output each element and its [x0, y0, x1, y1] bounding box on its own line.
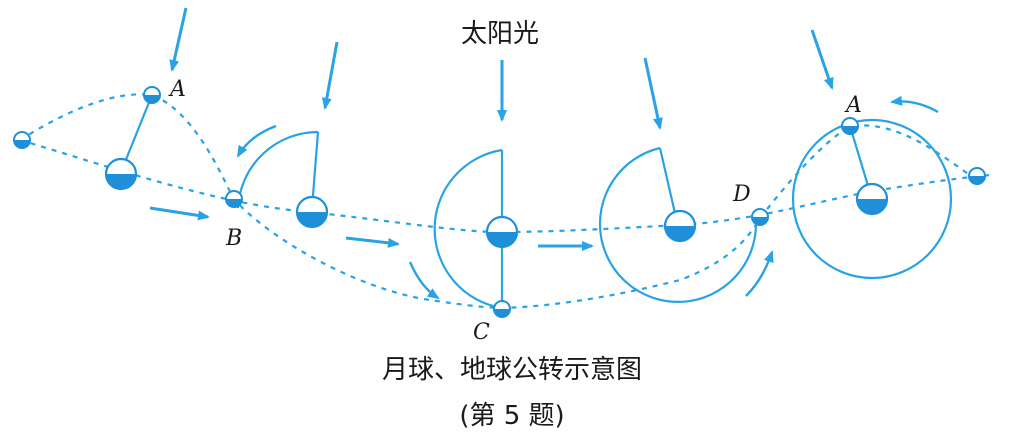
earth	[855, 182, 889, 216]
earth	[295, 195, 329, 229]
earth	[485, 215, 519, 249]
moon-orbit-circle	[791, 118, 953, 280]
rotation-arrow	[236, 124, 277, 158]
diagram-caption: 月球、地球公转示意图	[382, 355, 642, 385]
point-label-c: C	[473, 320, 490, 345]
rotation-arrow	[890, 95, 939, 114]
earth-moon-link	[658, 147, 679, 223]
moon	[968, 167, 986, 185]
earth	[663, 209, 697, 243]
moon	[13, 131, 31, 149]
moon-orbit-arc	[433, 148, 503, 310]
earth-moon-link	[310, 131, 320, 209]
sunlight-label: 太阳光	[461, 19, 539, 49]
moon-orbit-path	[19, 93, 981, 310]
point-label-b: B	[225, 226, 242, 251]
problem-label: (第 5 题)	[459, 401, 564, 431]
earth	[104, 157, 138, 191]
sunlight-arrow	[169, 7, 188, 72]
rotation-arrow	[745, 250, 774, 297]
point-label-d: D	[732, 182, 751, 207]
direction-arrow	[345, 236, 400, 248]
sunlight-arrow	[321, 41, 339, 110]
sunlight-arrow	[643, 57, 663, 130]
moon	[493, 300, 511, 318]
moon-orbit-arc	[236, 130, 319, 209]
direction-arrow	[149, 206, 210, 221]
moon	[225, 190, 243, 208]
rotation-arrow	[408, 261, 440, 300]
moon	[751, 208, 769, 226]
moon	[841, 117, 859, 135]
moon	[143, 86, 161, 104]
point-label-a: A	[168, 77, 186, 102]
moon-orbit-arc	[598, 146, 758, 303]
sunlight-arrow	[810, 29, 834, 90]
point-label-a2: A	[844, 93, 862, 118]
